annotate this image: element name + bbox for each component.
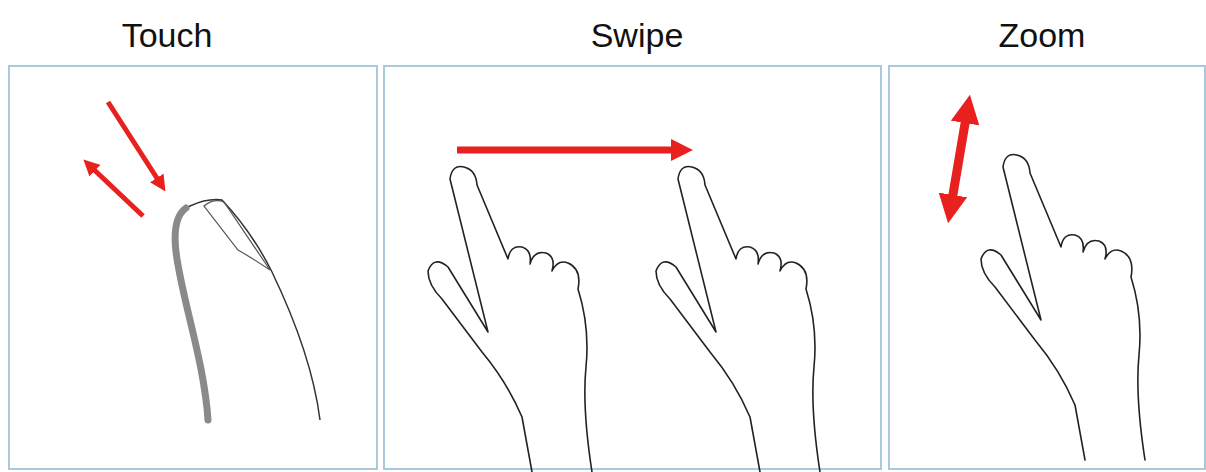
finger-shading xyxy=(175,208,208,420)
finger-nail xyxy=(204,201,270,270)
panel-title: Touch xyxy=(57,15,277,55)
zoom-arrow xyxy=(950,106,968,212)
gesture-panel: Zoom xyxy=(888,65,1206,470)
hand-start xyxy=(428,167,592,472)
release-arrow xyxy=(88,164,143,216)
swipe-illustration xyxy=(428,150,820,472)
zoom-illustration xyxy=(950,106,1145,460)
swipe-arrow xyxy=(457,147,684,154)
panel-title: Swipe xyxy=(527,15,747,55)
press-arrow xyxy=(108,102,162,186)
finger-outline xyxy=(175,200,320,420)
panel-title: Zoom xyxy=(932,15,1152,55)
touch-illustration xyxy=(88,102,320,420)
gesture-panel: Touch xyxy=(8,65,378,470)
gesture-panel: Swipe xyxy=(383,65,882,470)
hand-end xyxy=(656,167,820,472)
hand-zoom xyxy=(981,155,1145,461)
